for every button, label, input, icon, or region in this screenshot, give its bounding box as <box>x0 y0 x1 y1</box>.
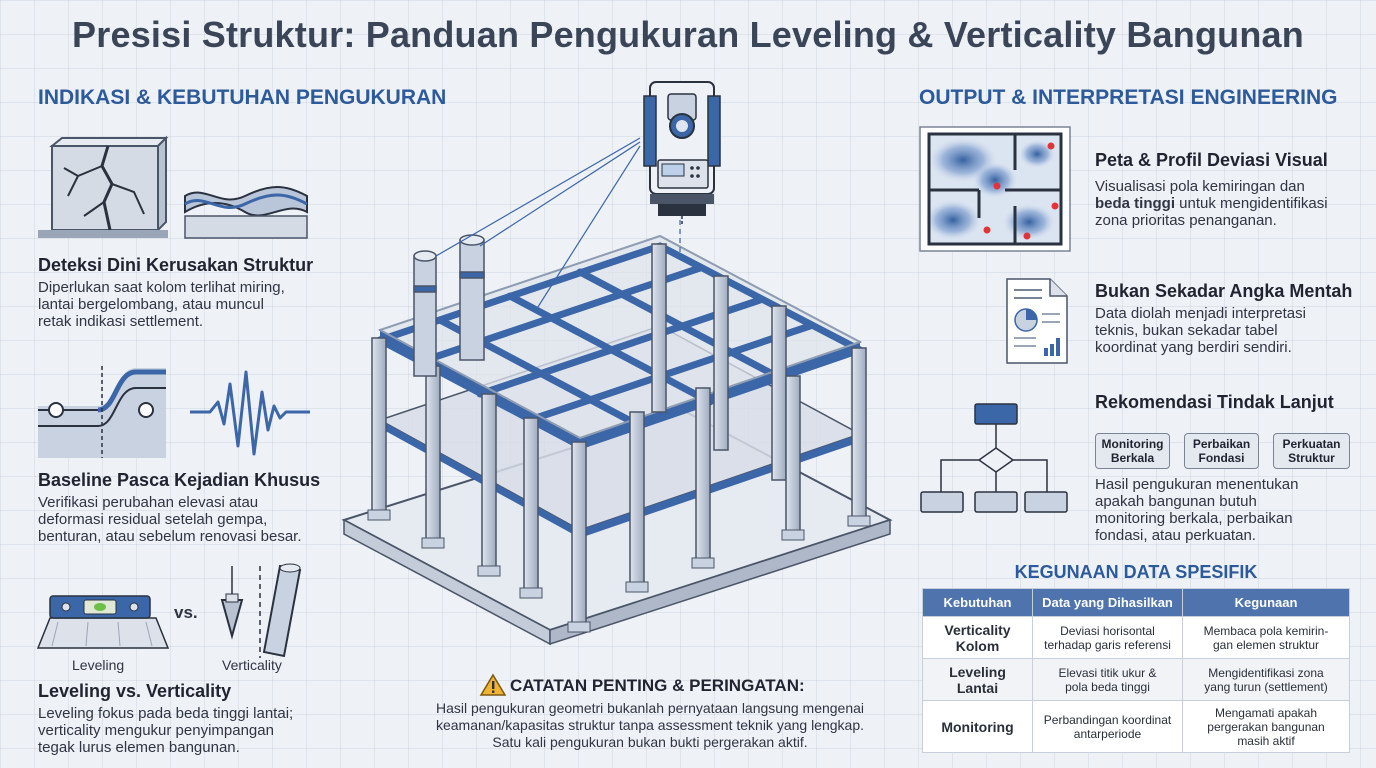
item-title-deviation-map: Peta & Profil Deviasi Visual <box>1095 150 1328 170</box>
total-station-icon <box>643 81 721 226</box>
table-cell-usage: Membaca pola kemirin-gan elemen struktur <box>1182 616 1350 659</box>
vs-label: vs. <box>174 603 198 622</box>
item-title-baseline: Baseline Pasca Kejadian Khusus <box>38 470 321 490</box>
flowchart-icon <box>920 403 1068 513</box>
table-heading: KEGUNAAN DATA SPESIFIK <box>1014 562 1258 582</box>
building-frame-icon <box>341 137 893 646</box>
caption-leveling: Leveling <box>72 657 125 673</box>
item-text-recommendation: Hasil pengukuran menentukan apakah bangu… <box>1095 476 1299 544</box>
settlement-profile-icon <box>38 366 166 458</box>
wavy-floor-icon <box>184 186 308 239</box>
table-cell-data: Elevasi titik ukur &pola beda tinggi <box>1032 658 1183 701</box>
warning-text: Hasil pengukuran geometri bukanlah perny… <box>435 700 865 750</box>
table-header-row: Kebutuhan Data yang Dihasilkan Kegunaan <box>922 588 1350 617</box>
table-header-cell: Data yang Dihasilkan <box>1032 588 1183 617</box>
table-header-cell: Kegunaan <box>1182 588 1350 617</box>
warning-icon <box>479 673 507 696</box>
item-text-leveling-vs-verticality: Leveling fokus pada beda tinggi lantai; … <box>38 705 294 756</box>
spirit-level-icon <box>36 595 170 649</box>
right-section-heading: OUTPUT & INTERPRETASI ENGINEERING <box>919 86 1338 109</box>
page-title: Presisi Struktur: Panduan Pengukuran Lev… <box>72 14 1304 55</box>
caption-verticality: Verticality <box>222 657 282 673</box>
warning-title: CATATAN PENTING & PERINGATAN: <box>510 676 805 695</box>
table-cell-need: Monitoring <box>922 700 1033 753</box>
item-title-leveling-vs-verticality: Leveling vs. Verticality <box>38 681 232 701</box>
item-title-recommendation: Rekomendasi Tindak Lanjut <box>1095 392 1334 412</box>
item-text-deviation-map: Visualisasi pola kemiringan dan beda tin… <box>1095 178 1328 229</box>
item-text-early-detection: Diperlukan saat kolom terlihat miring, l… <box>38 279 285 330</box>
item-title-not-raw-numbers: Bukan Sekadar Angka Mentah <box>1095 281 1353 301</box>
table-header-cell: Kebutuhan <box>922 588 1033 617</box>
report-document-icon <box>1006 278 1068 364</box>
item-title-early-detection: Deteksi Dini Kerusakan Struktur <box>38 255 314 275</box>
seismic-wave-icon <box>190 370 310 456</box>
cracked-wall-icon <box>38 135 169 238</box>
item-text-baseline: Verifikasi perubahan elevasi atau deform… <box>38 494 302 545</box>
item-text-not-raw-numbers: Data diolah menjadi interpretasi teknis,… <box>1095 305 1306 356</box>
usage-table: Kebutuhan Data yang Dihasilkan Kegunaan … <box>922 588 1350 753</box>
left-section-heading: INDIKASI & KEBUTUHAN PENGUKURAN <box>38 86 447 109</box>
plumb-bob-icon <box>220 563 302 658</box>
heatmap-floorplan-icon <box>919 126 1071 252</box>
